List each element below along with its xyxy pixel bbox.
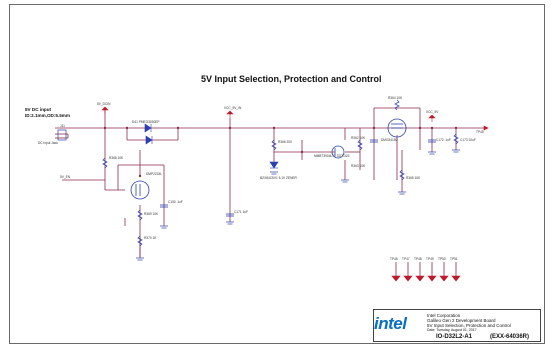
net-5v-dcin: 5V_DCIN <box>97 102 111 106</box>
label-c171: C171 1uF <box>234 210 248 214</box>
resistor-r362 <box>357 139 363 151</box>
jack-label: DC input Jack <box>38 141 58 145</box>
net-5v-en: 5V_EN <box>60 175 71 179</box>
net-vcc-5v: VCC_5V <box>426 110 439 114</box>
jack-ref: J11 <box>60 124 65 128</box>
label-c150: C150 .1uF <box>168 200 183 204</box>
label-r365: R365 10K <box>406 176 421 180</box>
tb-sheet-name: 5V Input Selection, Protection and Contr… <box>427 323 511 328</box>
resistor-r370 <box>137 235 143 247</box>
input-spec: ID:2.1mm,OD:5.5mm <box>25 113 70 118</box>
npn-transistor <box>331 145 345 159</box>
resistor-r369 <box>137 209 143 221</box>
tb-project: Galileo Gen 2 Development Board <box>427 318 496 323</box>
label-schottky: D41 PMEG3030EP <box>132 120 160 124</box>
resistor-r364 <box>394 99 400 111</box>
input-heading: 5V DC input <box>25 107 52 112</box>
title-block: Intel Corporation Galileo Gen 2 Developm… <box>373 309 541 342</box>
sheet-border <box>9 4 545 344</box>
bypass-diode <box>145 135 153 145</box>
label-left-fet: DMP2215L <box>146 172 162 176</box>
resistor-r365 <box>399 169 405 181</box>
zener-diode <box>269 161 279 169</box>
intel-logo: intel <box>374 314 407 333</box>
tp-label: TP47 <box>402 257 410 261</box>
tp-label: TP48 <box>414 257 422 261</box>
tb-doc: (EXX-64036R) <box>490 334 530 340</box>
right-mosfet <box>387 118 407 138</box>
tp-label: TP51 <box>450 257 458 261</box>
tb-board: IO-D32L2-A1 <box>436 334 473 340</box>
label-r368: R368 10K <box>109 156 124 160</box>
label-r369: R369 10K <box>144 212 159 216</box>
label-r364: R364 10K <box>388 96 403 100</box>
label-right-fet: DMG3415U <box>381 138 398 142</box>
tb-company: Intel Corporation <box>427 313 461 318</box>
left-mosfet <box>130 180 150 200</box>
tp-label: TP46 <box>390 257 398 261</box>
label-r366: R366 200 <box>278 140 292 144</box>
label-r362: R362 10K <box>351 136 366 140</box>
sheet-title: 5V Input Selection, Protection and Contr… <box>201 74 382 84</box>
net-vcc-5v-in: VCC_5V_IN <box>224 106 242 110</box>
schottky-diode <box>144 123 152 133</box>
label-r370: R370 1K <box>144 236 157 240</box>
resistor-r366 <box>271 139 277 151</box>
tp-label: TP50 <box>438 257 446 261</box>
resistor-r-right <box>453 133 459 145</box>
label-c173: C173 10uF <box>460 138 476 142</box>
resistor-r368 <box>102 157 108 169</box>
label-tp45: TP45 <box>476 130 484 134</box>
tb-date: Date: Tuesday, August 01, 2017 <box>427 328 477 332</box>
label-c172: C172 .1uF <box>436 138 451 142</box>
dc-jack-symbol <box>57 129 67 141</box>
tp-label: TP49 <box>426 257 434 261</box>
label-npn: MMBT3904LT1 SOT-323 <box>314 154 350 158</box>
label-r363: R363 10K <box>351 164 366 168</box>
label-zener: BZX84C5V1 5.1V ZENER <box>260 176 297 180</box>
